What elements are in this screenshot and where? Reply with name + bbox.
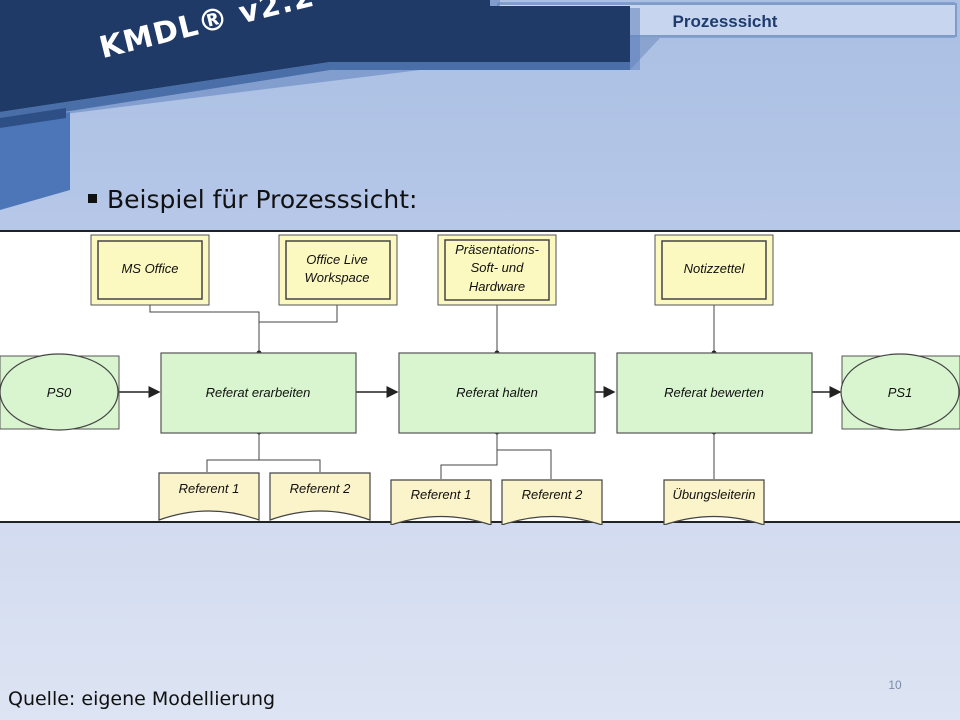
- task-referat-erarbeiten[interactable]: Referat erarbeiten: [160, 352, 357, 434]
- role-referent2-a[interactable]: Referent 2: [269, 472, 371, 521]
- bullet-item: Beispiel für Prozesssicht:: [88, 185, 417, 214]
- task-label: Referat halten: [456, 385, 538, 400]
- task-label: Referat erarbeiten: [206, 385, 311, 400]
- process-diagram: MS Office Office Live Workspace Präsenta…: [0, 230, 960, 525]
- task-label: Referat bewerten: [664, 385, 764, 400]
- state-label: PS0: [47, 385, 72, 400]
- state-ps0[interactable]: PS0: [0, 353, 120, 431]
- task-referat-halten[interactable]: Referat halten: [398, 352, 596, 434]
- role-label: Übungsleiterin: [672, 487, 755, 502]
- role-label: Referent 1: [179, 481, 240, 496]
- tool-label: Office Live: [306, 252, 367, 267]
- tool-label: Notizzettel: [684, 261, 746, 276]
- role-label: Referent 2: [290, 481, 351, 496]
- tool-label: Soft- und: [471, 260, 525, 275]
- tool-label: Hardware: [469, 279, 525, 294]
- role-uebungsleiterin[interactable]: Übungsleiterin: [663, 479, 765, 525]
- bullet-icon: [88, 194, 97, 203]
- header-banner: [0, 0, 957, 210]
- page-number: 10: [888, 678, 902, 692]
- tool-praesentation[interactable]: Präsentations- Soft- und Hardware: [437, 234, 557, 306]
- role-referent1-b[interactable]: Referent 1: [390, 479, 492, 525]
- tool-label: MS Office: [121, 261, 178, 276]
- task-referat-bewerten[interactable]: Referat bewerten: [616, 352, 813, 434]
- tool-ms-office[interactable]: MS Office: [90, 234, 210, 306]
- role-label: Referent 1: [411, 487, 472, 502]
- tool-office-live[interactable]: Office Live Workspace: [278, 234, 398, 306]
- tool-label: Präsentations-: [455, 242, 539, 257]
- source-note: Quelle: eigene Modellierung: [8, 688, 276, 710]
- tool-label: Workspace: [304, 270, 369, 285]
- state-ps1[interactable]: PS1: [840, 353, 960, 431]
- state-label: PS1: [888, 385, 913, 400]
- section-tab[interactable]: Prozesssicht: [672, 12, 778, 31]
- role-label: Referent 2: [522, 487, 583, 502]
- role-referent2-b[interactable]: Referent 2: [501, 479, 603, 525]
- role-referent1-a[interactable]: Referent 1: [158, 472, 260, 521]
- bullet-text: Beispiel für Prozesssicht:: [107, 185, 418, 214]
- tool-notizzettel[interactable]: Notizzettel: [654, 234, 774, 306]
